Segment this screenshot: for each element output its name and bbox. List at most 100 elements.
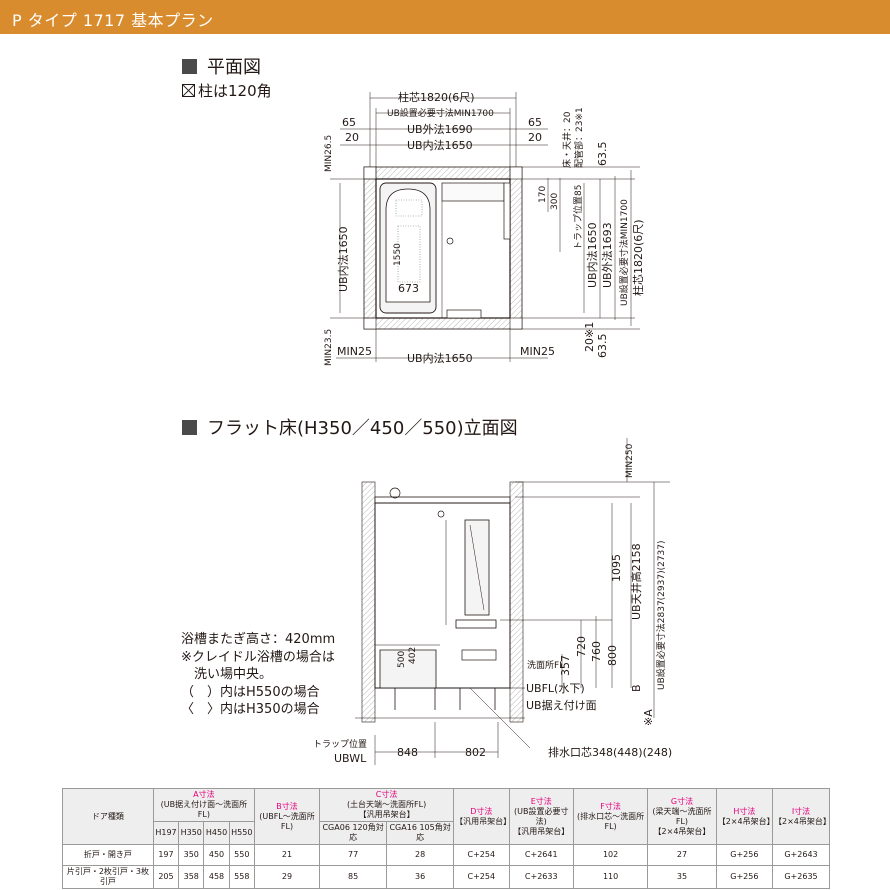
table-cell: 28	[386, 844, 455, 866]
dim-center-width: 柱芯1820(6尺)	[398, 90, 475, 104]
table-cell: G+256	[715, 865, 774, 889]
dim-20-1: 20※1	[583, 322, 596, 352]
table-row: 片引戸・2枚引戸・3枚引戸 205 358 458 558 29 85 36 C…	[62, 865, 830, 889]
header-a: A寸法(UB据え付け面～洗面所FL)	[152, 788, 255, 822]
dim-1095: 1095	[610, 554, 623, 582]
table-cell: 550	[228, 844, 255, 866]
tub-grip-dots	[395, 199, 423, 283]
plan-view: 1550 673 柱芯1820(6尺) UB設置必要寸法MIN1700 UB外法…	[324, 90, 645, 366]
dim-ubfl: UBFL(水下)	[526, 682, 585, 695]
dim-right-20: 20	[528, 131, 542, 144]
plan-title-text: 平面図	[207, 57, 261, 78]
pillar-bottom-left	[363, 317, 377, 330]
dim-402: 402	[408, 647, 418, 664]
table-cell: G+2643	[772, 844, 830, 866]
dim-a: ※A	[642, 709, 655, 726]
pillar-note: 柱は120角	[182, 80, 272, 101]
dim-left-20: 20	[345, 131, 359, 144]
table-cell: 558	[228, 865, 255, 889]
table-cell: 35	[647, 865, 717, 889]
note-line: 〈 〉内はH350の場合	[181, 702, 320, 717]
header-e: E寸法(UB設置必要寸法)【汎用吊架台】	[508, 788, 574, 845]
dim-inner-width: UB内法1650	[407, 138, 473, 152]
bullet-square-icon	[182, 419, 197, 435]
dim-800: 800	[606, 645, 619, 666]
dim-left-65: 65	[342, 116, 356, 129]
elevation-notes: 浴槽またぎ高さ：420mm ※クレイドル浴槽の場合は 洗い場中央。 （ ）内はH…	[181, 631, 335, 719]
dim-760: 760	[590, 641, 603, 662]
dim-base: UB据え付け面	[526, 698, 597, 712]
elev-legs	[394, 688, 496, 710]
dim-outer-height: UB外法1693	[600, 222, 614, 288]
table-cell: 21	[253, 844, 321, 866]
dim-floor-ceiling: 床・天井：20	[561, 111, 573, 168]
dim-right-65: 65	[528, 116, 542, 129]
elevation-view: 500 402 MIN250 1095 UB天井高2158 UB設置必要寸法28…	[313, 438, 672, 765]
header-g: G寸法(梁天端～洗面所FL)【2×4吊架台】	[647, 788, 717, 845]
table-cell: G+2635	[772, 865, 830, 889]
dim-300: 300	[550, 193, 560, 210]
pillar-bottom-right	[509, 317, 523, 330]
plan-door	[446, 309, 482, 319]
dim-720: 720	[575, 636, 588, 657]
note-line: ※クレイドル浴槽の場合は	[181, 649, 335, 665]
pillar-top-left	[363, 166, 377, 180]
dim-min25-right: MIN25	[520, 345, 555, 358]
page-header: P タイプ 1717 基本プラン	[0, 0, 890, 34]
plan-counter	[441, 182, 505, 202]
table-cell: 458	[203, 865, 230, 889]
dim-ceiling: UB天井高2158	[629, 543, 643, 620]
table-cell: 450	[203, 844, 230, 866]
plan-drain-circle	[446, 237, 454, 245]
pillar-note-text: 柱は120角	[198, 82, 272, 100]
table-cell: 102	[572, 844, 649, 866]
elev-left-wall	[361, 481, 376, 723]
elev-faucet-shelf	[461, 649, 497, 661]
dim-848: 848	[397, 746, 418, 759]
table-cell: C+254	[453, 865, 510, 889]
header-a-col: H450	[203, 821, 230, 845]
dim-install-min: UB設置必要寸法MIN1700	[387, 107, 494, 119]
dim-install-req: UB設置必要寸法2837(2937)(2737)	[655, 540, 667, 690]
header-door: ドア種類	[62, 788, 154, 845]
table-cell: 197	[152, 844, 180, 866]
note-line: 浴槽またぎ高さ：420mm	[181, 632, 336, 647]
table-cell: C+2641	[508, 844, 574, 866]
tub-width-label: 673	[398, 282, 419, 295]
table-cell: C+254	[453, 844, 510, 866]
header-a-col: H197	[152, 821, 180, 845]
dim-802: 802	[465, 746, 486, 759]
table-cell: 29	[253, 865, 321, 889]
header-d: D寸法【汎用吊架台】	[453, 788, 511, 845]
ceiling-vent-icon	[389, 487, 401, 499]
dim-inner-bottom: UB内法1650	[407, 351, 473, 365]
table-cell: 85	[319, 865, 388, 889]
elev-counter	[455, 619, 497, 629]
dim-install-min-v: UB設置必要寸法MIN1700	[618, 199, 630, 306]
table-cell: 358	[178, 865, 205, 889]
table-cell: 205	[152, 865, 180, 889]
dim-trap-pos: トラップ位置	[313, 738, 367, 750]
dim-min250: MIN250	[625, 443, 635, 478]
dim-outer-width: UB外法1690	[407, 122, 473, 136]
tub-length-label: 1550	[393, 243, 403, 266]
header-i: I寸法【2×4吊架台】	[772, 788, 831, 845]
table-cell: 350	[178, 844, 205, 866]
dim-b: B	[630, 684, 643, 692]
dim-ubwl: UBWL	[334, 752, 367, 765]
table-cell: C+2633	[508, 865, 574, 889]
note-line: （ ）内はH550の場合	[181, 684, 320, 700]
table-cell: 110	[572, 865, 649, 889]
dim-trap-center: トラップ位置85	[572, 185, 584, 250]
header-a-col: H550	[228, 821, 255, 845]
pillar-cross-icon	[182, 84, 195, 97]
header-c-col: CGA16 105角対応	[386, 821, 455, 845]
table-cell: 片引戸・2枚引戸・3枚引戸	[62, 865, 154, 889]
dim-500: 500	[397, 651, 407, 668]
plan-section-title: 平面図	[182, 53, 261, 79]
header-a-col: H350	[178, 821, 205, 845]
bullet-square-icon	[182, 58, 197, 74]
dim-wash-fl: 洗面所FL	[527, 659, 564, 671]
note-line: 洗い場中央。	[181, 667, 273, 682]
dim-min25-left: MIN25	[337, 345, 372, 358]
